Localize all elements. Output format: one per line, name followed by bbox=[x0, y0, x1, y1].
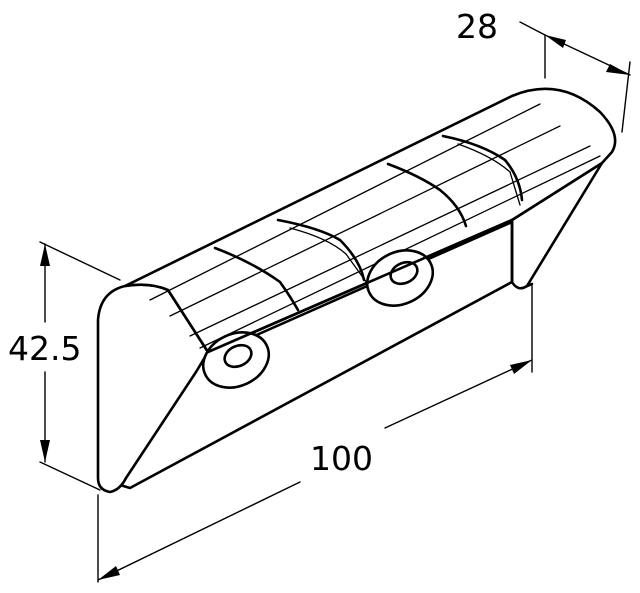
height-arrow-top bbox=[40, 244, 50, 266]
length-dimension-line-lower bbox=[97, 481, 301, 581]
top-ridge-line-2 bbox=[169, 125, 561, 317]
band-detail-3 bbox=[457, 143, 511, 173]
top-surface bbox=[123, 87, 617, 354]
height-value: 42.5 bbox=[8, 329, 81, 368]
length-arrow-right bbox=[510, 360, 532, 374]
front-face-top-edge bbox=[206, 218, 514, 354]
length-arrow-left bbox=[98, 566, 120, 580]
mounting-hole-right bbox=[365, 249, 435, 307]
dimension-length: 100 bbox=[97, 285, 533, 583]
length-dimension-line-upper bbox=[384, 359, 533, 429]
segment-line-4 bbox=[441, 134, 524, 202]
dimension-depth: 28 bbox=[456, 7, 631, 133]
band-detail-1 bbox=[289, 227, 347, 255]
height-extension-line-bottom bbox=[39, 461, 101, 491]
height-extension-line-top bbox=[39, 241, 121, 281]
top-ridge-line-3 bbox=[189, 145, 591, 337]
segment-line-2 bbox=[276, 218, 366, 282]
depth-value: 28 bbox=[456, 7, 498, 46]
height-arrow-bottom bbox=[40, 440, 50, 462]
top-ridge-line-1 bbox=[149, 103, 541, 301]
dimension-height: 42.5 bbox=[8, 241, 121, 491]
length-value: 100 bbox=[310, 439, 373, 478]
band-detail-4 bbox=[509, 171, 521, 206]
depth-arrow-left bbox=[545, 35, 566, 48]
right-face-bottom-edge bbox=[525, 282, 534, 288]
segment-line-1 bbox=[213, 246, 300, 312]
depth-arrow-right bbox=[606, 64, 630, 75]
segment-line-3 bbox=[386, 162, 468, 228]
bumper-body bbox=[96, 87, 617, 494]
